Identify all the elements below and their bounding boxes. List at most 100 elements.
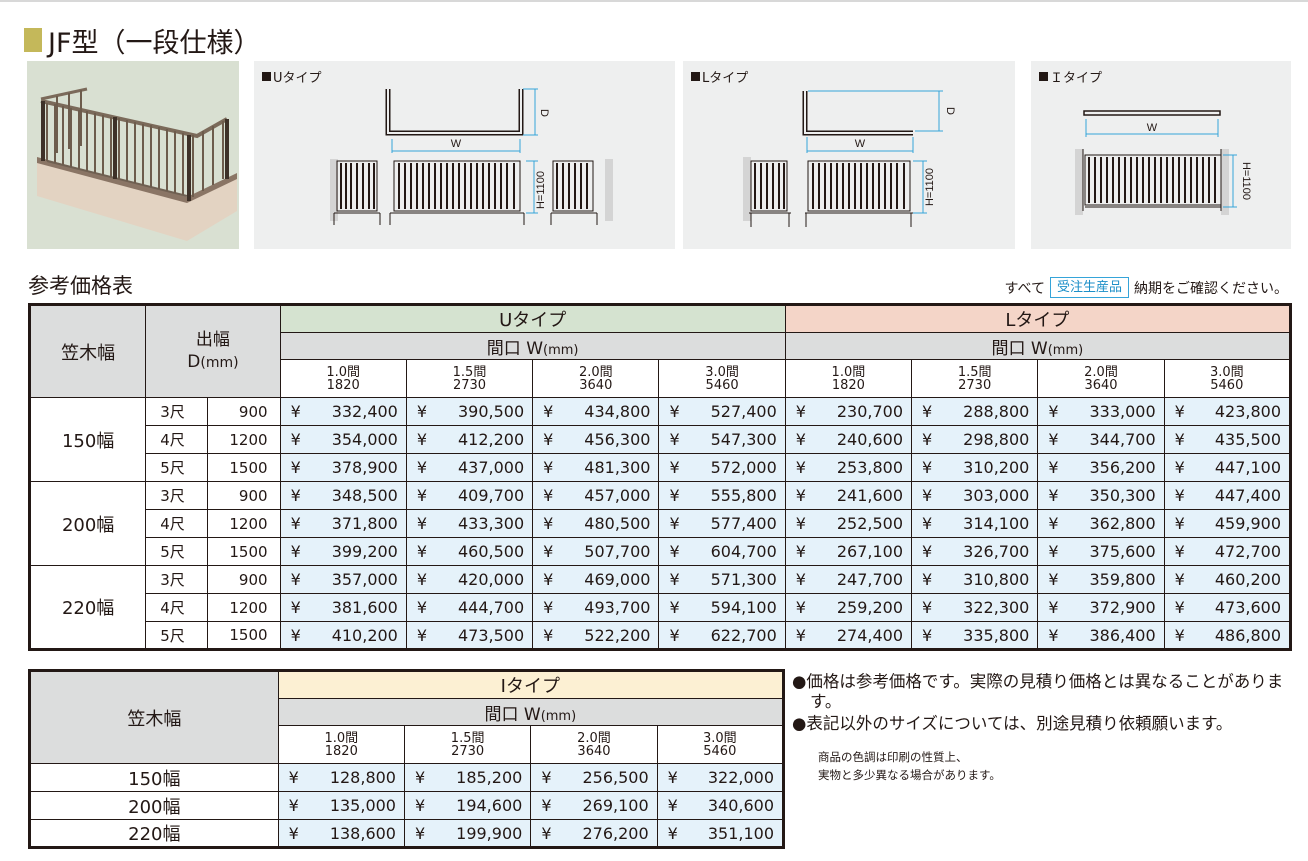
table-row: 200幅¥135,000¥194,600¥269,100¥340,600 (29, 791, 785, 820)
price-cell: ¥386,400 (1037, 621, 1165, 650)
price-cell: ¥577,400 (658, 509, 786, 538)
yen-sign: ¥ (290, 570, 301, 589)
price-cell: ¥194,600 (403, 791, 532, 820)
price-cell: ¥390,500 (405, 397, 534, 426)
price-cell: ¥274,400 (784, 621, 913, 650)
price-cell: ¥447,100 (1163, 453, 1292, 482)
svg-text:D: D (944, 107, 956, 115)
price-cell: ¥185,200 (403, 763, 532, 792)
price-cell: ¥423,800 (1163, 397, 1292, 426)
price-cell: ¥433,300 (405, 509, 534, 538)
price-cell: ¥303,000 (911, 481, 1039, 510)
yen-sign: ¥ (290, 542, 301, 561)
yen-sign: ¥ (543, 598, 554, 617)
u-opening-header: 間口 W(mm) (279, 332, 786, 360)
yen-sign: ¥ (1048, 514, 1059, 533)
shaku-label: 3尺 (145, 565, 209, 594)
price-cell: ¥322,300 (911, 593, 1039, 622)
kasagi-group-label: 150幅 (28, 397, 147, 482)
depth-value: 1500 (207, 621, 281, 650)
main-price-table: 笠木幅 出幅 D(mm) Uタイプ Lタイプ 間口 W(mm) 間口 W(mm)… (28, 303, 1292, 651)
price-cell: ¥128,800 (277, 763, 405, 792)
price-cell: ¥230,700 (784, 397, 913, 426)
yen-sign: ¥ (669, 570, 680, 589)
price-cell: ¥332,400 (279, 397, 407, 426)
i-type-header: Iタイプ (277, 670, 785, 699)
yen-sign: ¥ (1174, 486, 1185, 505)
price-cell: ¥481,300 (532, 453, 660, 482)
shaku-label: 3尺 (145, 481, 209, 510)
svg-text:W: W (855, 138, 866, 150)
yen-sign: ¥ (669, 542, 680, 561)
price-cell: ¥480,500 (532, 509, 660, 538)
table-row: 150幅¥128,800¥185,200¥256,500¥322,000 (29, 763, 785, 792)
square-bullet-icon (1039, 72, 1048, 81)
col-header-depth: 出幅 D(mm) (145, 304, 281, 398)
square-bullet-icon (691, 72, 700, 81)
yen-sign: ¥ (667, 768, 678, 787)
price-cell: ¥288,800 (911, 397, 1039, 426)
depth-value: 1200 (207, 509, 281, 538)
top-divider (0, 0, 1308, 2)
price-cell: ¥310,200 (911, 453, 1039, 482)
yen-sign: ¥ (1048, 402, 1059, 421)
price-cell: ¥399,200 (279, 537, 407, 566)
yen-sign: ¥ (1174, 625, 1185, 645)
page-title: JF型（一段仕様） (24, 20, 261, 60)
price-cell: ¥420,000 (405, 565, 534, 594)
yen-sign: ¥ (922, 458, 933, 477)
svg-text:H=1100: H=1100 (535, 171, 547, 209)
price-cell: ¥256,500 (530, 763, 658, 792)
yen-sign: ¥ (1048, 625, 1059, 645)
yen-sign: ¥ (288, 796, 299, 815)
price-cell: ¥435,500 (1163, 425, 1292, 454)
yen-sign: ¥ (1048, 570, 1059, 589)
yen-sign: ¥ (667, 796, 678, 815)
price-cell: ¥135,000 (277, 791, 405, 820)
yen-sign: ¥ (1174, 542, 1185, 561)
price-cell: ¥314,100 (911, 509, 1039, 538)
price-cell: ¥437,000 (405, 453, 534, 482)
yen-sign: ¥ (416, 458, 428, 477)
price-cell: ¥555,800 (658, 481, 786, 510)
yen-sign: ¥ (541, 823, 552, 843)
shaku-label: 4尺 (145, 593, 209, 622)
price-cell: ¥326,700 (911, 537, 1039, 566)
notes: ●価格は参考価格です。実際の見積り価格とは異なることがあります。 ●表記以外のサ… (792, 672, 1292, 736)
depth-value: 900 (207, 565, 281, 594)
price-cell: ¥269,100 (530, 791, 658, 820)
depth-value: 900 (207, 397, 281, 426)
price-cell: ¥362,800 (1037, 509, 1165, 538)
yen-sign: ¥ (1174, 402, 1185, 421)
shaku-label: 3尺 (145, 397, 209, 426)
yen-sign: ¥ (288, 823, 299, 843)
shaku-label: 5尺 (145, 537, 209, 566)
price-cell: ¥547,300 (658, 425, 786, 454)
kasagi-row-label: 200幅 (29, 791, 279, 820)
price-cell: ¥375,600 (1037, 537, 1165, 566)
price-cell: ¥459,900 (1163, 509, 1292, 538)
yen-sign: ¥ (795, 542, 806, 561)
yen-sign: ¥ (795, 625, 806, 645)
yen-sign: ¥ (922, 542, 933, 561)
price-cell: ¥473,600 (1163, 593, 1292, 622)
yen-sign: ¥ (667, 823, 678, 843)
yen-sign: ¥ (1174, 430, 1185, 449)
price-cell: ¥460,500 (405, 537, 534, 566)
yen-sign: ¥ (543, 430, 554, 449)
yen-sign: ¥ (1174, 458, 1185, 477)
price-cell: ¥351,100 (656, 819, 785, 848)
price-cell: ¥486,800 (1163, 621, 1292, 650)
yen-sign: ¥ (543, 402, 554, 421)
yen-sign: ¥ (414, 823, 426, 843)
fine-print: 商品の色調は印刷の性質上、 実物と多少異なる場合があります。 (818, 750, 1001, 782)
